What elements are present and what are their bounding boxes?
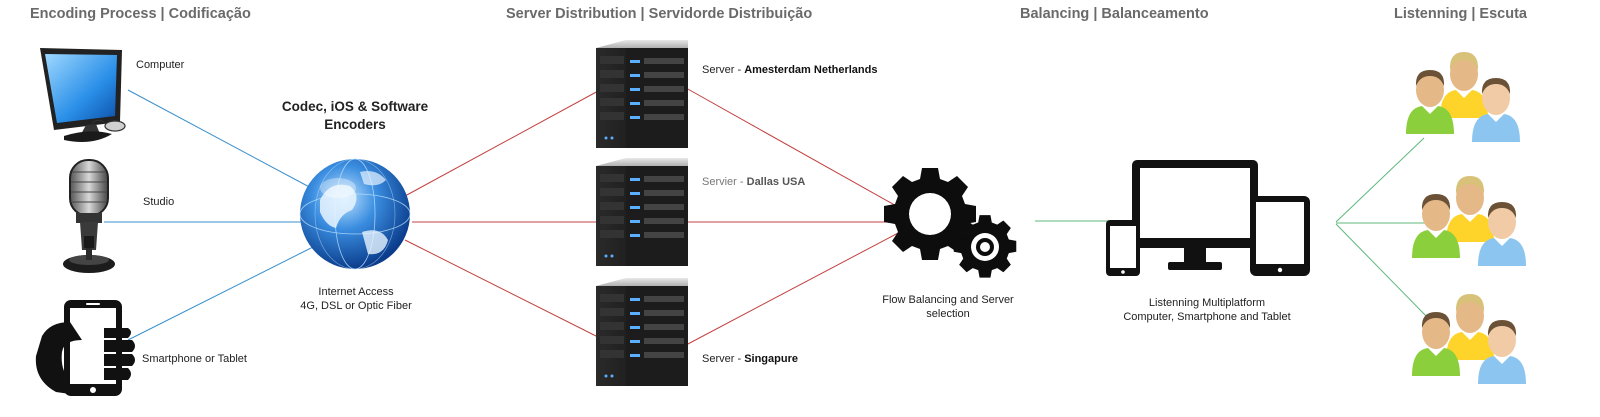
globe-icon bbox=[299, 158, 411, 270]
multiplatform-line1: Listenning Multiplatform bbox=[1148, 297, 1266, 309]
multiplatform-line2: Computer, Smartphone and Tablet bbox=[1123, 311, 1291, 323]
encoders-title-line2: Encoders bbox=[324, 117, 386, 132]
balancing-label: Flow Balancing and Server selection bbox=[868, 293, 1028, 321]
source-links bbox=[104, 89, 316, 341]
server-icon-dallas bbox=[596, 158, 688, 266]
balancing-line2: selection bbox=[926, 308, 970, 320]
internet-line1: Internet Access bbox=[318, 286, 394, 298]
label-studio: Studio bbox=[143, 196, 175, 208]
encoders-title-line1: Codec, iOS & Software bbox=[281, 99, 429, 114]
gears-icon bbox=[884, 168, 1017, 278]
server-label-dallas: Servier - Dallas USA bbox=[702, 176, 805, 188]
multiplatform-devices-icon bbox=[1106, 160, 1310, 276]
encoders-title: Codec, iOS & Software Encoders bbox=[270, 98, 440, 134]
server-location: Dallas USA bbox=[746, 176, 806, 188]
server-label-amsterdam: Server - Amesterdam Netherlands bbox=[702, 64, 877, 76]
server-label-singapore: Server - Singapure bbox=[702, 353, 798, 365]
server-location: Singapure bbox=[744, 353, 798, 365]
header-distribution: Server Distribution | Servidorde Distrib… bbox=[506, 6, 813, 22]
server-prefix: Server - bbox=[702, 353, 745, 365]
label-smartphone: Smartphone or Tablet bbox=[142, 353, 247, 365]
header-encoding: Encoding Process | Codificação bbox=[30, 6, 251, 22]
header-balancing: Balancing | Balanceamento bbox=[1020, 6, 1209, 22]
listener-group-icon bbox=[1406, 52, 1520, 142]
server-links bbox=[404, 87, 901, 346]
header-listening: Listenning | Escuta bbox=[1394, 6, 1527, 22]
multiplatform-label: Listenning Multiplatform Computer, Smart… bbox=[1112, 296, 1302, 324]
computer-icon bbox=[40, 48, 126, 142]
balancing-line1: Flow Balancing and Server bbox=[882, 294, 1014, 306]
label-computer: Computer bbox=[136, 59, 185, 71]
internet-access-label: Internet Access 4G, DSL or Optic Fiber bbox=[276, 285, 436, 313]
internet-line2: 4G, DSL or Optic Fiber bbox=[300, 300, 412, 312]
microphone-icon bbox=[63, 159, 115, 273]
server-prefix: Server - bbox=[702, 64, 745, 76]
server-location: Amesterdam Netherlands bbox=[744, 64, 878, 76]
server-prefix: Servier - bbox=[702, 176, 747, 188]
smartphone-hand-icon bbox=[35, 300, 135, 396]
server-icon-amsterdam bbox=[596, 40, 688, 148]
listener-group-icon bbox=[1412, 294, 1526, 384]
server-icon-singapore bbox=[596, 278, 688, 386]
listener-group-icon bbox=[1412, 176, 1526, 266]
